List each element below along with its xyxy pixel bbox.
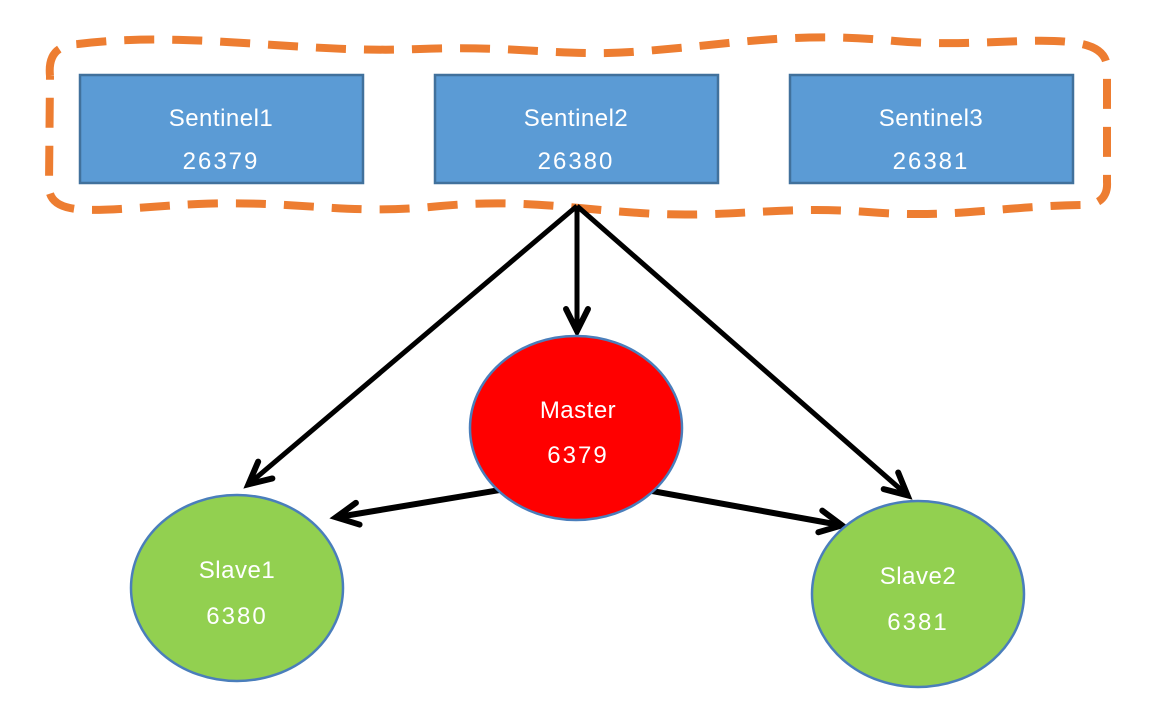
master-port: 6379 [547,442,608,469]
sentinel-cluster-boundary [44,33,1112,219]
slave1-ellipse [129,493,345,683]
sentinel1-box [78,73,365,185]
slave2-port: 6381 [887,609,948,636]
sentinel2-port: 26380 [538,148,615,175]
slave2-label: Slave2 [880,563,956,590]
slave2-ellipse [810,499,1026,689]
sentinel3-label: Sentinel3 [879,105,984,132]
sentinel2-label: Sentinel2 [524,105,629,132]
sentinel1-node: Sentinel1 26379 [78,73,365,185]
master-ellipse [468,334,684,522]
slave2-node: Slave2 6381 [810,499,1026,689]
slave1-port: 6380 [206,603,267,630]
master-node: Master 6379 [468,334,684,522]
slave1-node: Slave1 6380 [129,493,345,683]
arrow-sentinels-to-slave2 [575,204,913,500]
sentinel1-port: 26379 [183,148,260,175]
sentinel1-label: Sentinel1 [169,105,274,132]
sentinel2-box [433,73,720,185]
sentinel3-port: 26381 [893,148,970,175]
slave1-label: Slave1 [199,557,275,584]
sentinel2-node: Sentinel2 26380 [433,73,720,185]
sentinel3-node: Sentinel3 26381 [788,73,1075,185]
master-label: Master [540,397,616,424]
arrow-sentinels-to-slave1 [243,204,579,489]
sentinel3-box [788,73,1075,185]
